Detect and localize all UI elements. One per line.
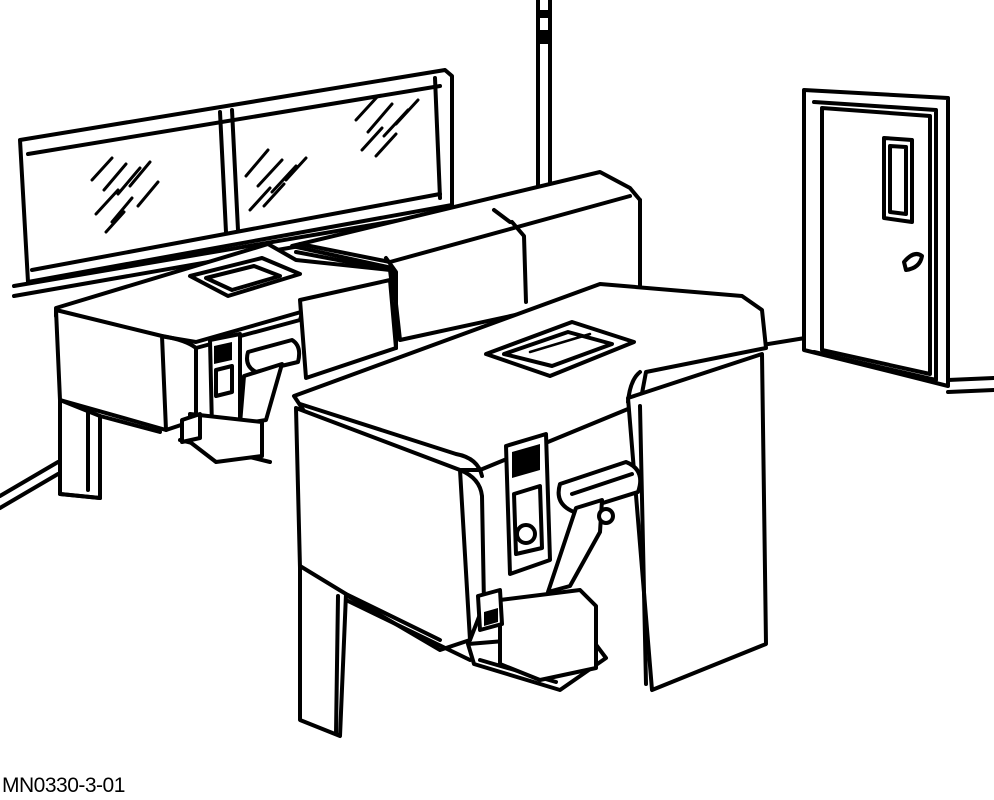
front-console	[292, 282, 768, 738]
window-glass-reflection	[90, 94, 420, 234]
wall-corner-pipe	[536, 0, 552, 192]
door-handle-icon	[902, 252, 924, 272]
left-side-panel	[58, 492, 102, 500]
back-console	[54, 242, 398, 500]
wall-window	[12, 68, 462, 298]
baseboard	[0, 336, 994, 510]
door	[802, 88, 950, 388]
figure-caption: MN0330-3-01	[2, 774, 125, 797]
